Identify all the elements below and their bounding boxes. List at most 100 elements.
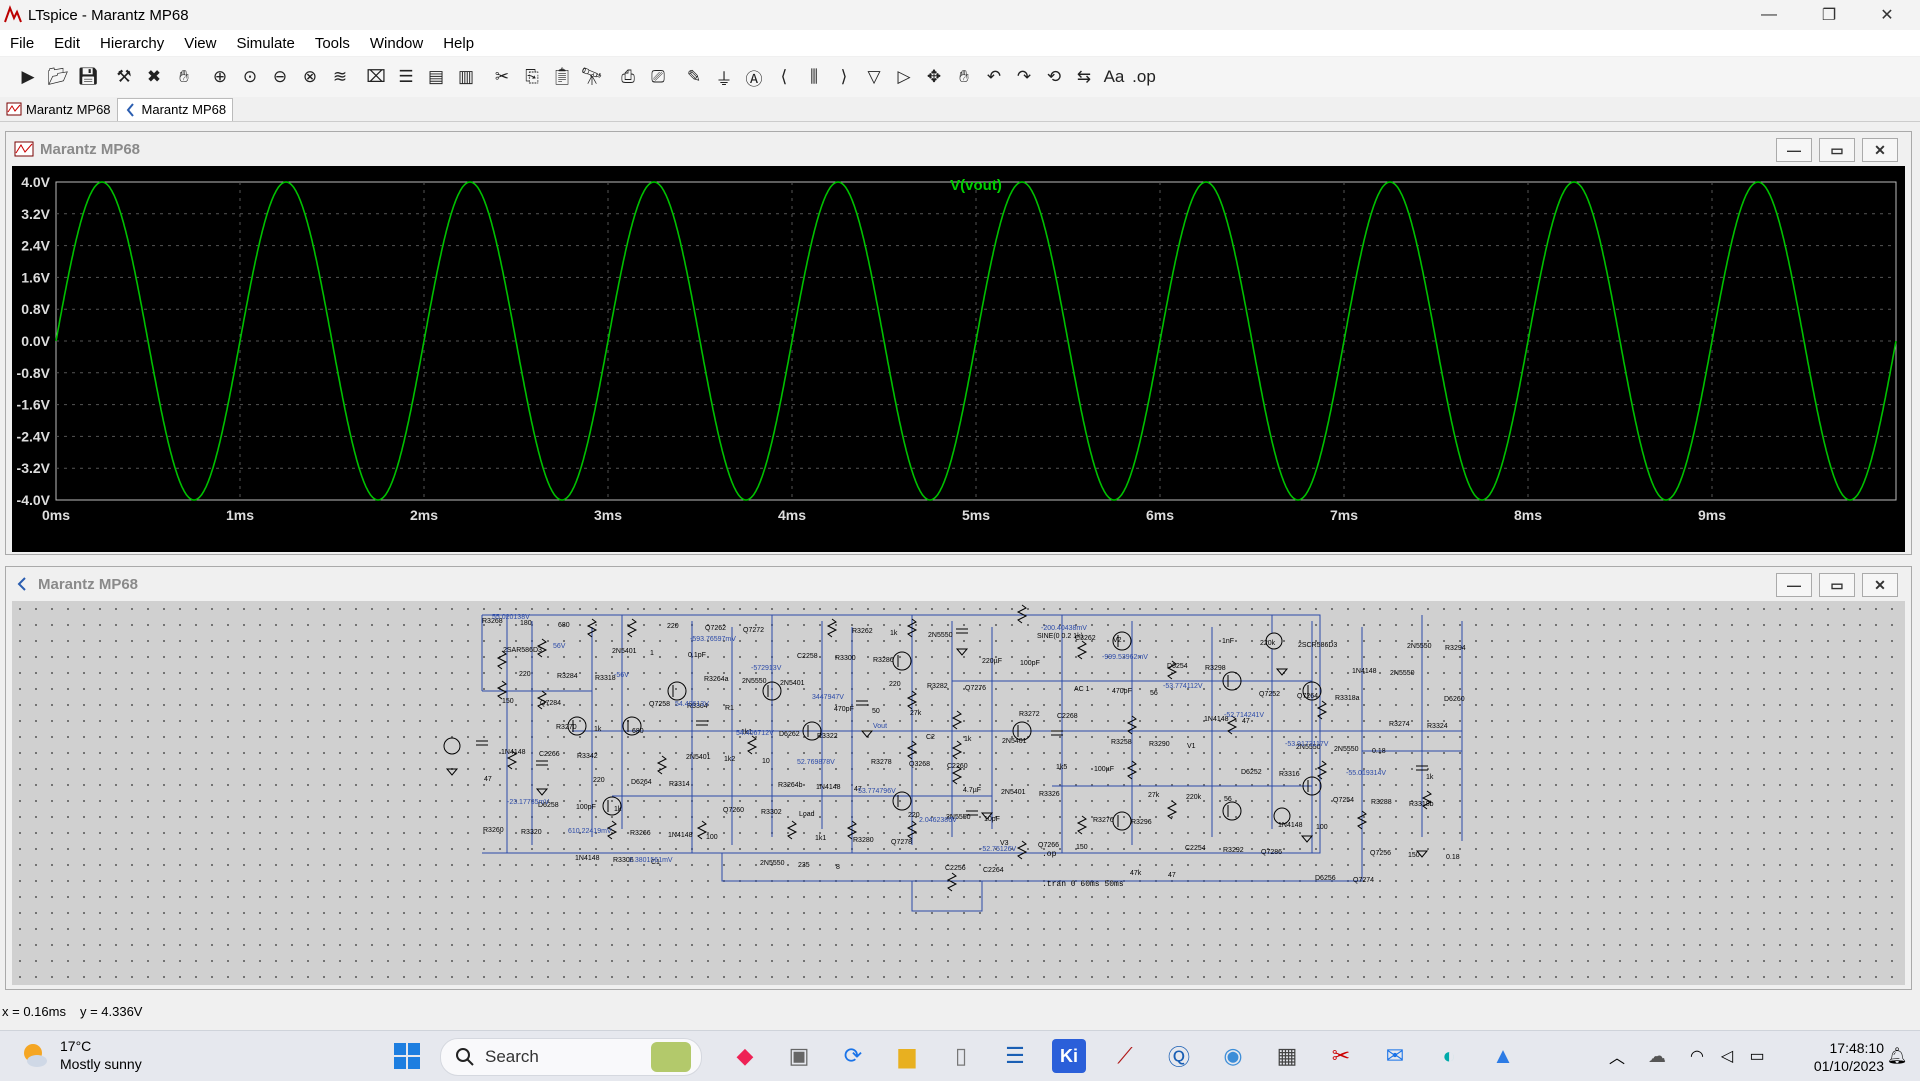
y-tick-label: -1.6V xyxy=(17,397,51,413)
menu-tools[interactable]: Tools xyxy=(314,34,350,52)
transistor-symbol xyxy=(1112,631,1132,651)
cut-icon[interactable]: ✂ xyxy=(494,67,510,86)
copilot-icon[interactable]: ◆ xyxy=(736,1043,754,1068)
calculator-icon[interactable]: ▦ xyxy=(1276,1043,1298,1068)
menu-help[interactable]: Help xyxy=(443,34,475,52)
notes-icon[interactable]: ☰ xyxy=(1005,1043,1025,1068)
component-label: Q7274 xyxy=(1353,877,1374,884)
resistor-symbol xyxy=(906,618,918,638)
ground-icon[interactable]: ⏚ xyxy=(715,69,733,89)
cascade-icon[interactable]: ▥ xyxy=(457,67,475,86)
ltspice-taskbar-icon[interactable]: ⟋ xyxy=(1117,1043,1133,1068)
notepad-icon[interactable]: ▯ xyxy=(954,1043,968,1068)
zoom-in-icon[interactable]: ⊕ xyxy=(212,67,228,86)
capacitor-icon[interactable]: ⫼ xyxy=(810,67,818,86)
onedrive-icon[interactable]: ☁ xyxy=(1648,1045,1666,1066)
drag-icon[interactable]: ✋︎ xyxy=(959,67,969,86)
label-net-icon[interactable]: Ⓐ xyxy=(745,69,763,89)
q-app-icon[interactable]: Ⓠ xyxy=(1167,1045,1190,1070)
tile-vertical-icon[interactable]: ▤ xyxy=(427,67,445,86)
draw-wire-icon[interactable]: ✎ xyxy=(686,67,702,86)
control-panel-icon[interactable]: ⚒ xyxy=(116,67,132,86)
schematic-maximize-button[interactable]: ▭ xyxy=(1819,573,1855,597)
edge-sync-icon[interactable]: ⟳ xyxy=(843,1043,863,1068)
resistor-icon[interactable]: ⟨ xyxy=(780,67,788,86)
menu-bar: File Edit Hierarchy View Simulate Tools … xyxy=(0,30,1920,56)
taskbar-search[interactable]: Search xyxy=(440,1038,702,1076)
move-icon[interactable]: ✥ xyxy=(926,67,942,86)
plot-close-button[interactable]: ✕ xyxy=(1862,138,1898,162)
print-icon[interactable]: ⎙ xyxy=(621,67,635,86)
redo-icon[interactable]: ↷ xyxy=(1016,67,1032,86)
component-label: 100pF xyxy=(1020,660,1040,667)
resistor-symbol xyxy=(951,740,963,760)
minimize-button[interactable]: — xyxy=(1740,0,1798,30)
window-title: LTspice - Marantz MP68 xyxy=(28,6,189,24)
save-icon[interactable]: 💾︎ xyxy=(77,67,99,86)
edge-icon[interactable]: ◐ xyxy=(1442,1043,1456,1068)
ground-symbol xyxy=(535,788,549,796)
menu-simulate[interactable]: Simulate xyxy=(236,34,295,52)
file-explorer-icon[interactable]: ▆ xyxy=(898,1043,916,1068)
maximize-button[interactable]: ❐ xyxy=(1800,0,1858,30)
menu-view[interactable]: View xyxy=(184,34,217,52)
rotate-icon[interactable]: ⟲ xyxy=(1046,67,1062,86)
zoom-out-icon[interactable]: ⊖ xyxy=(272,67,288,86)
pan-icon[interactable]: ✋︎ xyxy=(179,67,189,86)
run-icon[interactable]: ▶ xyxy=(21,67,35,86)
component-label: 100 xyxy=(706,834,718,841)
plot-maximize-button[interactable]: ▭ xyxy=(1819,138,1855,162)
volume-icon[interactable]: ◁ xyxy=(1720,1048,1734,1065)
menu-window[interactable]: Window xyxy=(369,34,424,52)
amplifier-schematic[interactable]: R3268220R3270220R3266220R3264a1k1R3264b1… xyxy=(12,601,1905,985)
print-setup-icon[interactable]: ⎚ xyxy=(651,67,665,86)
schematic-minimize-button[interactable]: — xyxy=(1776,573,1812,597)
scissors-app-icon[interactable]: ✂ xyxy=(1331,1043,1351,1068)
paste-icon[interactable]: 📋︎ xyxy=(551,67,573,86)
menu-edit[interactable]: Edit xyxy=(54,34,81,52)
photos-icon[interactable]: ▲ xyxy=(1492,1043,1514,1068)
tile-horizontal-icon[interactable]: ☰ xyxy=(398,67,414,86)
plot-minimize-button[interactable]: — xyxy=(1776,138,1812,162)
copy-icon[interactable]: ⎘ xyxy=(525,67,539,86)
component-icon[interactable]: ▷ xyxy=(897,67,911,86)
menu-file[interactable]: File xyxy=(10,34,35,52)
open-icon[interactable]: 📂︎ xyxy=(47,67,69,86)
halt-icon[interactable]: ✖ xyxy=(146,67,162,86)
weather-widget[interactable]: 17°C Mostly sunny xyxy=(18,1037,142,1073)
start-button[interactable] xyxy=(390,1039,424,1073)
schematic-close-button[interactable]: ✕ xyxy=(1862,573,1898,597)
tab-schematic[interactable]: Marantz MP68 xyxy=(116,97,234,121)
mirror-icon[interactable]: ⇆ xyxy=(1076,67,1092,86)
spice-directive-icon[interactable]: .op xyxy=(1132,67,1156,86)
globe-app-icon[interactable]: ◉ xyxy=(1223,1043,1243,1068)
wifi-icon[interactable]: ◠ xyxy=(1690,1048,1704,1065)
tab-waveform[interactable]: Marantz MP68 xyxy=(0,98,117,120)
find-icon[interactable]: 🔭︎ xyxy=(581,67,603,86)
component-label: 1k xyxy=(1426,774,1434,781)
undo-icon[interactable]: ↶ xyxy=(986,67,1002,86)
delete-trace-icon[interactable]: ⌧ xyxy=(366,67,386,86)
clock[interactable]: 17:48:10 01/10/2023 xyxy=(1780,1039,1884,1075)
zoom-area-icon[interactable]: ⊙ xyxy=(242,67,258,86)
component-label: 220 xyxy=(593,777,605,784)
zoom-full-icon[interactable]: ⊗ xyxy=(302,67,318,86)
kicad-icon[interactable]: Ki xyxy=(1052,1039,1086,1073)
menu-hierarchy[interactable]: Hierarchy xyxy=(100,34,165,52)
battery-icon[interactable]: ▭ xyxy=(1749,1048,1765,1065)
status-bar: x = 0.16ms y = 4.336V xyxy=(0,1000,1920,1022)
close-button[interactable]: ✕ xyxy=(1858,0,1916,30)
component-label: R3318 xyxy=(595,675,616,682)
text-icon[interactable]: Aa xyxy=(1103,67,1125,86)
chevron-up-icon[interactable]: ︿ xyxy=(1608,1050,1625,1067)
waveform-plot[interactable]: 4.0V3.2V2.4V1.6V0.8V0.0V-0.8V-1.6V-2.4V-… xyxy=(12,166,1905,552)
mail-icon[interactable]: ✉ xyxy=(1385,1043,1405,1068)
notification-bell-icon[interactable]: 🔔︎ xyxy=(1886,1048,1908,1065)
component-label: Q7284 xyxy=(540,700,561,707)
autoscale-icon[interactable]: ≋ xyxy=(332,67,348,86)
task-view-icon[interactable]: ▣ xyxy=(788,1043,810,1068)
inductor-icon[interactable]: ⟩ xyxy=(840,67,848,86)
diode-icon[interactable]: ▽ xyxy=(867,67,881,86)
